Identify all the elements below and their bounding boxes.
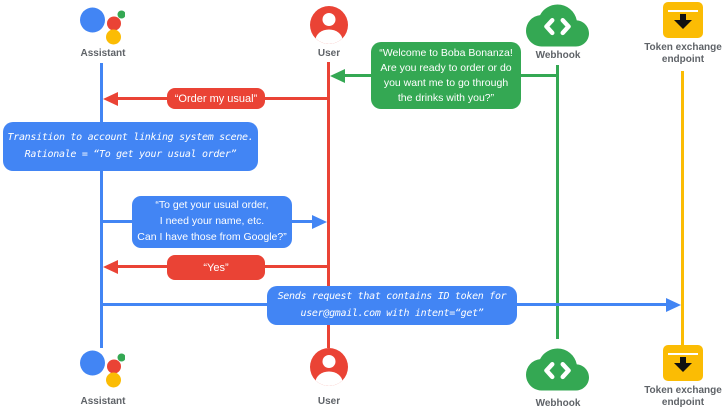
message-welcome-line1: “Welcome to Boba Bonanza! [379, 46, 513, 59]
message-need-info-line3: Can I have those from Google?” [137, 230, 287, 243]
message-need-info-line2: I need your name, etc. [159, 215, 265, 228]
assistant-label-bottom: Assistant [80, 396, 126, 407]
user-icon-bottom [310, 348, 348, 386]
message-welcome-line3: you want me to go through [383, 76, 509, 89]
message-order-usual: “Order my usual” [167, 88, 265, 109]
webhook-icon-bottom [526, 348, 589, 391]
user-label-bottom: User [317, 396, 341, 407]
message-welcome-line4: the drinks with you?” [397, 91, 495, 104]
arrow-need-info-head [312, 215, 327, 229]
user-lifeline [327, 62, 330, 348]
message-welcome-line2: Are you ready to order or do [380, 61, 512, 74]
assistant-icon-bottom [80, 350, 125, 388]
message-yes-text: “Yes” [203, 261, 229, 274]
message-need-info: “To get your usual order, I need your na… [132, 196, 292, 248]
token-endpoint-label-bottom: Token exchange endpoint [633, 385, 725, 409]
note-transition: Transition to account linking system sce… [3, 122, 258, 171]
message-yes: “Yes” [167, 255, 265, 280]
note-send-request-line2: user@gmail.com with intent=“get” [300, 307, 484, 319]
token-endpoint-label-bottom-line2: endpoint [661, 397, 705, 408]
webhook-label-bottom: Webhook [535, 398, 581, 409]
assistant-lifeline [100, 63, 103, 348]
arrow-send-request-head [666, 298, 681, 312]
user-label-top: User [317, 48, 341, 59]
user-icon [310, 6, 348, 44]
webhook-label-top: Webhook [535, 50, 581, 61]
message-need-info-line1: “To get your usual order, [155, 199, 269, 212]
message-welcome: “Welcome to Boba Bonanza! Are you ready … [371, 42, 521, 109]
token-endpoint-label-top: Token exchange endpoint [633, 42, 725, 66]
arrow-yes-head [103, 260, 118, 274]
webhook-icon [526, 4, 589, 47]
arrow-welcome-head [330, 69, 345, 83]
webhook-lifeline [556, 65, 559, 339]
note-transition-line1: Transition to account linking system sce… [7, 132, 254, 143]
arrow-order-usual-head [103, 92, 118, 106]
token-endpoint-icon-bottom [663, 345, 703, 381]
message-order-usual-text: “Order my usual” [174, 92, 258, 105]
token-endpoint-lifeline [681, 71, 684, 345]
token-endpoint-label-top-line2: endpoint [661, 54, 705, 65]
note-send-request-line1: Sends request that contains ID token for [277, 291, 507, 302]
assistant-icon [80, 7, 125, 45]
note-transition-line2: Rationale = “To get your usual order” [24, 148, 237, 160]
note-send-request: Sends request that contains ID token for… [267, 286, 517, 325]
token-endpoint-icon [663, 2, 703, 38]
assistant-label-top: Assistant [80, 48, 126, 59]
token-endpoint-label-top-line1: Token exchange [644, 42, 722, 53]
token-endpoint-label-bottom-line1: Token exchange [644, 385, 722, 396]
